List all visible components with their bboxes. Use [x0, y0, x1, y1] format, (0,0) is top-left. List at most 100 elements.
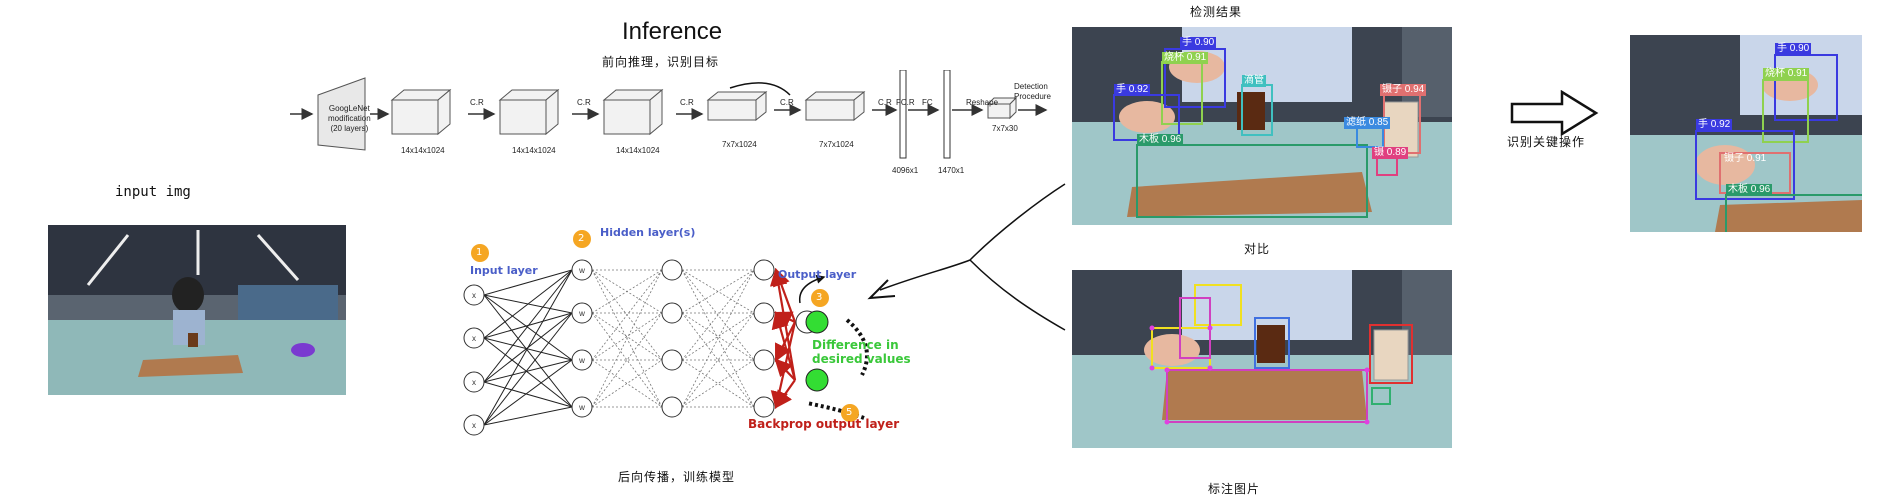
network-node [463, 284, 485, 306]
step-number-1: 1 [476, 247, 483, 258]
step-number-2: 2 [578, 233, 585, 244]
network-edge [681, 269, 755, 314]
network-edge [483, 269, 573, 383]
network-node [661, 259, 683, 281]
network-node [571, 259, 593, 281]
link-cr-2: C.R [577, 98, 591, 107]
network-edge [591, 312, 663, 408]
inference-title: Inference [622, 18, 723, 45]
network-node [753, 302, 775, 324]
network-edge [483, 269, 573, 296]
annotation-caption: 标注图片 [1208, 482, 1261, 496]
block-size-4: 7x7x1024 [722, 140, 757, 149]
det-label-filter: 滤纸 0.85 [1344, 117, 1391, 129]
link-cr-5: C.R [878, 98, 892, 107]
network-node-label: x [472, 291, 476, 300]
det-label-board: 木板 0.96 [1137, 134, 1184, 146]
network-node [753, 349, 775, 371]
step-number-3: 3 [816, 292, 823, 303]
input-photo [48, 225, 346, 395]
network-node-label: w [578, 309, 585, 318]
network-edge [483, 381, 573, 408]
network-node-label: x [472, 334, 476, 343]
network-node-label: x [472, 421, 476, 430]
fc-size-2: 1470x1 [938, 166, 965, 175]
input-image-label: input img [115, 184, 191, 200]
network-edge [483, 269, 573, 426]
network-edge [483, 406, 573, 426]
hidden-layer-label: Hidden layer(s) [600, 226, 696, 239]
link-cr-3: C.R [680, 98, 694, 107]
result-arrow-label: 识别关键操作 [1507, 135, 1586, 149]
compare-label: 对比 [1244, 242, 1271, 256]
link-fc: FC [922, 98, 933, 107]
result-label-tweezers: 镊子 0.91 [1724, 153, 1767, 164]
compare-connector [867, 183, 1066, 331]
network-edge [591, 269, 663, 408]
block-size-5: 7x7x1024 [819, 140, 854, 149]
output-size: 7x7x30 [992, 124, 1018, 133]
network-node [571, 349, 593, 371]
network-node-label: x [472, 378, 476, 387]
network-edge [774, 379, 796, 409]
network-node [661, 396, 683, 418]
result-photo: 手 0.90 烧杯 0.91 手 0.92 镊子 0.91 木板 0.96 [1630, 35, 1862, 232]
detection-photo: 手 0.90 烧杯 0.91 手 0.92 镊子 0.94 滴管 木板 0.96… [1072, 27, 1452, 225]
det-label-tweezers: 镊子 0.94 [1380, 84, 1427, 96]
result-label-board: 木板 0.96 [1726, 184, 1773, 196]
network-edge [681, 269, 755, 361]
network-edge [591, 312, 663, 408]
network-node [571, 396, 593, 418]
det-label-beaker: 烧杯 0.91 [1162, 52, 1209, 64]
fc-size-1: 4096x1 [892, 166, 919, 175]
output-layer-label: Output layer [778, 268, 857, 281]
network-node-label: w [578, 403, 585, 412]
input-layer-label: Input layer [470, 264, 538, 277]
annotation-photo [1072, 270, 1452, 448]
network-edge [591, 269, 663, 314]
result-label-hand-1: 手 0.90 [1775, 43, 1812, 55]
det-label-hand-1: 手 0.90 [1180, 37, 1217, 49]
backprop-network: x x x x w w w w [463, 230, 869, 436]
network-node [753, 259, 775, 281]
network-edge [483, 359, 573, 426]
inference-subtitle: 前向推理，识别目标 [602, 55, 720, 69]
network-edge [483, 269, 573, 339]
network-node [463, 327, 485, 349]
network-edge [775, 321, 796, 362]
network-edge [483, 312, 573, 426]
network-edge [483, 294, 573, 361]
block-size-2: 14x14x1024 [512, 146, 556, 155]
network-edge [774, 358, 796, 381]
network-node [463, 414, 485, 436]
detect-title: 检测结果 [1190, 5, 1243, 19]
result-label-hand-2: 手 0.92 [1696, 119, 1733, 131]
block-size-3: 14x14x1024 [616, 146, 660, 155]
link-fc-r: FC.R [896, 98, 915, 107]
network-node [571, 302, 593, 324]
network-node-label: w [578, 266, 585, 275]
network-node [661, 302, 683, 324]
step-number-5: 5 [846, 407, 853, 418]
result-label-beaker: 烧杯 0.91 [1763, 68, 1810, 80]
yolo-architecture [290, 70, 1048, 159]
backprop-label: Backprop output layer [748, 417, 900, 431]
network-node [661, 349, 683, 371]
block-size-1: 14x14x1024 [401, 146, 445, 155]
det-label-hand-2: 手 0.92 [1114, 84, 1151, 96]
link-cr-1: C.R [470, 98, 484, 107]
network-edge [681, 269, 755, 408]
network-edge [483, 337, 573, 361]
det-label-tongs: 镊 0.89 [1372, 147, 1409, 159]
network-node [753, 396, 775, 418]
det-label-dropper: 滴管 [1242, 75, 1266, 87]
network-node [463, 371, 485, 393]
network-edge [591, 269, 663, 361]
network-edge [483, 359, 573, 383]
network-edge [483, 294, 573, 408]
network-node-label: w [578, 356, 585, 365]
backprop-caption: 后向传播，训练模型 [618, 470, 736, 484]
